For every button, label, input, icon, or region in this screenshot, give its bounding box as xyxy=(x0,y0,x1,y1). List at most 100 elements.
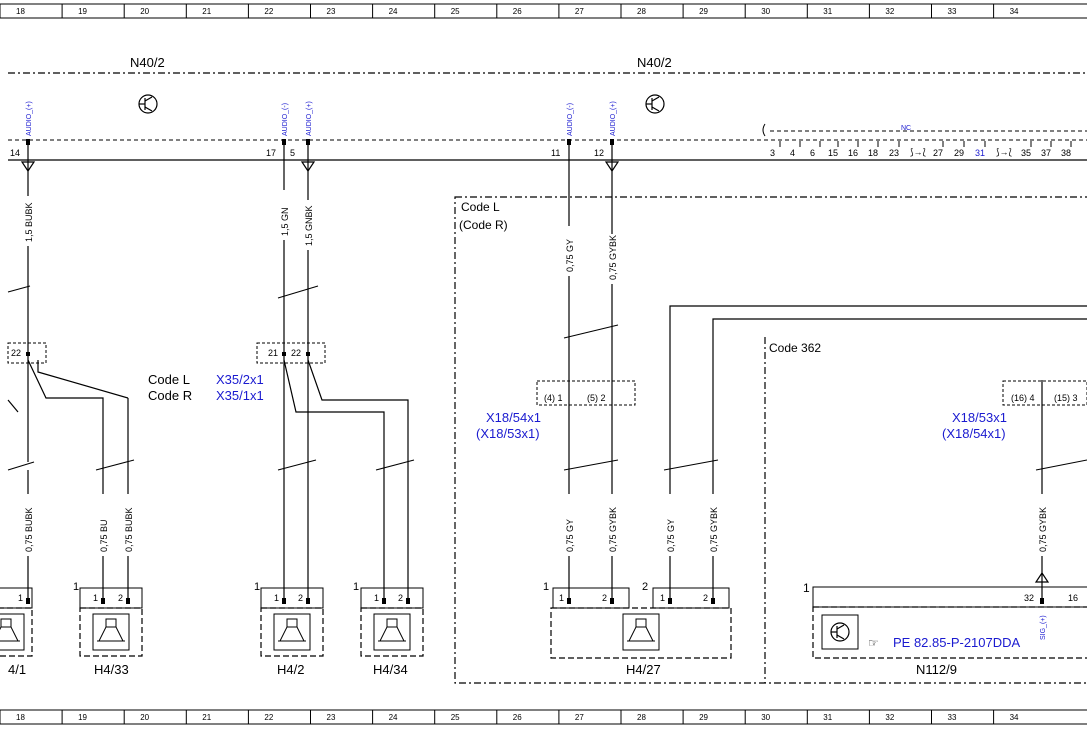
speaker-name: 4/1 xyxy=(8,662,26,677)
nc-pin: 37 xyxy=(1041,148,1051,158)
nc-pin: 38 xyxy=(1061,148,1071,158)
svg-text:(15) 3: (15) 3 xyxy=(1054,393,1078,403)
audio-pin-number: 5 xyxy=(290,148,295,158)
ruler-cell: 21 xyxy=(202,7,211,16)
speaker-name: H4/33 xyxy=(94,662,129,677)
nc-pin: 27 xyxy=(933,148,943,158)
wire-label: 0,75 BU xyxy=(99,519,109,552)
nc-pin: 3 xyxy=(770,148,775,158)
ruler-cell: 18 xyxy=(16,7,25,16)
nc-bracket: NC xyxy=(762,123,1087,137)
n112-module: 1 ☞ PE 82.85-P-2107DDA 32 16 SIG_(+) xyxy=(803,581,1087,659)
ruler-cell: 24 xyxy=(389,713,398,722)
x18-54x1-alt-link[interactable]: (X18/54x1) xyxy=(942,426,1006,441)
ruler-cell: 34 xyxy=(1010,7,1019,16)
speaker-marker: 1 xyxy=(254,581,260,593)
nc-pin: 23 xyxy=(889,148,899,158)
amplifier-transistor-icon xyxy=(645,94,665,114)
audio-pin: AUDIO_(+)12 xyxy=(594,101,617,158)
speaker-icon xyxy=(622,613,660,651)
speaker-pin: 1 xyxy=(374,593,379,603)
nc-pin: 35 xyxy=(1021,148,1031,158)
ruler-cell: 33 xyxy=(948,713,957,722)
wires xyxy=(7,140,1087,600)
ruler-cell: 28 xyxy=(637,713,646,722)
speaker-pin: 2 xyxy=(118,593,123,603)
code-l-text: Code L xyxy=(148,372,190,387)
audio-pin-label: AUDIO_(+) xyxy=(26,101,33,136)
ruler-cell: 26 xyxy=(513,7,522,16)
code-box-line1: Code L xyxy=(461,200,500,214)
wire-label: 1,5 GN xyxy=(280,207,290,236)
speaker-pin: 1 xyxy=(274,593,279,603)
ruler-cell: 29 xyxy=(699,713,708,722)
ruler-cell: 22 xyxy=(264,713,273,722)
wire-label: 0,75 GYBK xyxy=(608,507,618,552)
speaker-icon xyxy=(273,613,311,651)
x18-53x1-link[interactable]: X18/53x1 xyxy=(952,410,1007,425)
ruler-cell: 30 xyxy=(761,713,770,722)
svg-text:1: 1 xyxy=(803,581,810,595)
ruler-cell: 33 xyxy=(948,7,957,16)
speaker: 14/1 xyxy=(0,587,33,677)
svg-text:(5) 2: (5) 2 xyxy=(587,393,606,403)
ruler-cell: 24 xyxy=(389,7,398,16)
ruler-cell: 27 xyxy=(575,7,584,16)
nc-label: NC xyxy=(901,125,911,132)
svg-text:32: 32 xyxy=(1024,593,1034,603)
ruler-cell: 21 xyxy=(202,713,211,722)
ruler-cell: 19 xyxy=(78,7,87,16)
speaker-pin: 2 xyxy=(298,593,303,603)
audio-pin: AUDIO_(-)17 xyxy=(266,103,289,158)
wire-label: 0,75 GY xyxy=(666,519,676,552)
ruler-cell: 20 xyxy=(140,7,149,16)
svg-text:21: 21 xyxy=(268,348,278,358)
speaker-pin: 1 xyxy=(93,593,98,603)
sig-label: SIG_(+) xyxy=(1040,615,1047,640)
signal-arrow-icon xyxy=(20,161,1050,583)
x18-53x1-alt-link[interactable]: (X18/53x1) xyxy=(476,426,540,441)
speaker-marker: 2 xyxy=(642,581,648,593)
nc-pin: 6 xyxy=(810,148,815,158)
ruler-cell: 32 xyxy=(885,7,894,16)
svg-text:(16) 4: (16) 4 xyxy=(1011,393,1035,403)
ruler-cell: 31 xyxy=(823,7,832,16)
connector-x18-right: (16) 4 (15) 3 xyxy=(1002,380,1087,406)
connector-x18-left: (4) 1 (5) 2 xyxy=(536,380,636,406)
nc-pin: 16 xyxy=(848,148,858,158)
ruler-cell: 29 xyxy=(699,7,708,16)
ruler-cell: 27 xyxy=(575,713,584,722)
n112-ref-link[interactable]: PE 82.85-P-2107DDA xyxy=(893,635,1021,650)
ruler-cell: 31 xyxy=(823,713,832,722)
x35-1x1-link[interactable]: X35/1x1 xyxy=(216,388,264,403)
nc-pin: 4 xyxy=(790,148,795,158)
audio-pin-number: 12 xyxy=(594,148,604,158)
x35-2x1-link[interactable]: X35/2x1 xyxy=(216,372,264,387)
speaker-icon xyxy=(373,613,411,651)
svg-text:⟆→⟅: ⟆→⟅ xyxy=(910,147,927,157)
svg-text:22: 22 xyxy=(11,348,21,358)
speaker-pin: 2 xyxy=(703,593,708,603)
wire-label: 0,75 GYBK xyxy=(1038,507,1048,552)
wire-label: 1,5 GNBK xyxy=(304,205,314,246)
unit-label-right: N40/2 xyxy=(637,55,672,70)
splice-icon: ⟆→⟅ ⟆→⟅ xyxy=(910,147,1013,157)
amplifier-transistor-icon xyxy=(830,622,850,642)
code-r-text: Code R xyxy=(148,388,192,403)
nc-pin: 15 xyxy=(828,148,838,158)
speaker-icon xyxy=(0,613,25,651)
speaker-name: H4/34 xyxy=(373,662,408,677)
twist-marks xyxy=(7,285,1087,471)
wire-label: 0,75 BUBK xyxy=(124,507,134,552)
ruler-cell: 30 xyxy=(761,7,770,16)
wire-label: 0,75 BUBK xyxy=(24,507,34,552)
audio-pin-label: AUDIO_(+) xyxy=(306,101,313,136)
speaker-pin: 2 xyxy=(398,593,403,603)
x18-54x1-link[interactable]: X18/54x1 xyxy=(486,410,541,425)
code-box-line2: (Code R) xyxy=(459,218,508,232)
ruler-cell: 19 xyxy=(78,713,87,722)
speaker-marker: 1 xyxy=(73,581,79,593)
wire-label: 1,5 BUBK xyxy=(24,202,34,242)
